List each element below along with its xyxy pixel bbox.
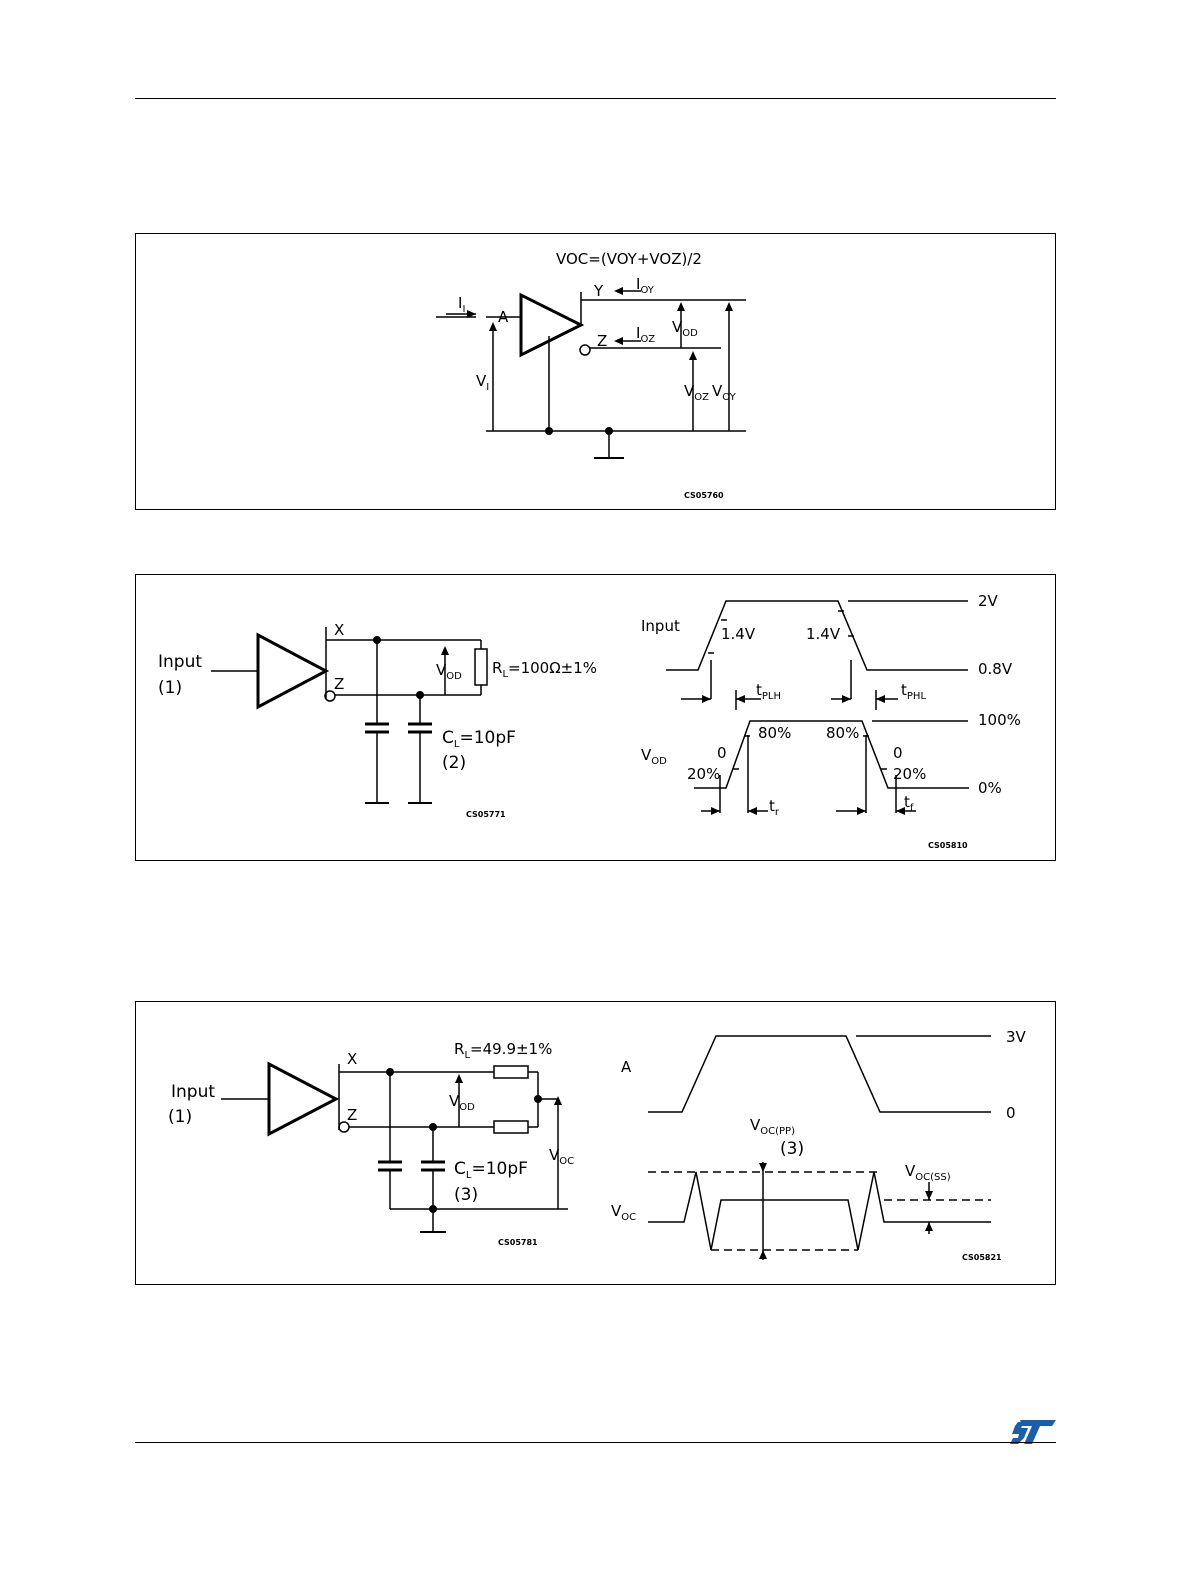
figure-code-left: CS05771 [466, 810, 506, 819]
wave-a-label: A [621, 1058, 632, 1076]
vod-label: VOD [436, 661, 462, 682]
tr-label: tr [769, 797, 780, 818]
output-x-label: X [347, 1050, 357, 1068]
output-z-label: Z [597, 332, 607, 350]
input-label: Input [171, 1082, 215, 1102]
level-20-rise: 20% [687, 765, 720, 783]
zero-crossing-fall: 0 [893, 744, 903, 762]
level-80-rise: 80% [758, 724, 791, 742]
level-0v: 0 [1006, 1104, 1016, 1122]
cl-label: CL=10pF [454, 1159, 528, 1181]
ioz-label: IOZ [636, 324, 655, 345]
rl-label: RL=100Ω±1% [492, 659, 597, 680]
output-y-label: Y [593, 282, 604, 300]
voc-formula: VOC=(VOY+VOZ)/2 [556, 250, 702, 268]
st-logo-icon [1010, 1420, 1056, 1444]
voz-label: VOZ [684, 382, 709, 403]
header-rule [135, 98, 1056, 99]
output-x-label: X [334, 621, 344, 639]
wave-voc-label: VOC [611, 1202, 636, 1223]
figure-2-diagram: Input (1) X Z VOD RL=100Ω±1% CL=10pF (2)… [136, 575, 1057, 862]
figure-1-circuit: VOC=(VOY+VOZ)/2 II A VI Y IOY Z IOZ VOD … [136, 234, 1057, 511]
wave-input-label: Input [641, 617, 680, 635]
vocpp-label: VOC(PP) [750, 1116, 795, 1137]
tphl-label: tPHL [901, 681, 926, 702]
vi-label: VI [476, 372, 489, 393]
figure-code: CS05760 [684, 491, 724, 500]
vod-label: VOD [672, 318, 698, 339]
figure-3-diagram: Input (1) X Z RL=49.9±1% VOD VOC CL=10pF… [136, 1002, 1057, 1286]
figure-code-left: CS05781 [498, 1238, 538, 1247]
voy-label: VOY [712, 382, 737, 403]
tplh-label: tPLH [756, 681, 781, 702]
ii-label: II [458, 294, 465, 315]
figure-code-right: CS05821 [962, 1253, 1002, 1262]
zero-crossing-rise: 0 [717, 744, 727, 762]
level-80-fall: 80% [826, 724, 859, 742]
rl-label: RL=49.9±1% [454, 1040, 552, 1061]
voc-label: VOC [549, 1146, 574, 1167]
footer-rule [135, 1442, 1056, 1443]
input-a-label: A [498, 308, 509, 326]
ioy-label: IOY [636, 275, 655, 296]
figure-1-voltage-current-definition: VOC=(VOY+VOZ)/2 II A VI Y IOY Z IOZ VOD … [135, 233, 1056, 510]
driver-symbol [258, 635, 326, 707]
vocpp-note: (3) [780, 1139, 804, 1159]
threshold-1-4v-rise: 1.4V [721, 625, 756, 643]
cl-note: (3) [454, 1185, 478, 1205]
level-20-fall: 20% [893, 765, 926, 783]
figure-3-common-mode-test: Input (1) X Z RL=49.9±1% VOD VOC CL=10pF… [135, 1001, 1056, 1285]
input-note: (1) [168, 1107, 192, 1127]
input-note: (1) [158, 678, 182, 698]
input-label: Input [158, 652, 202, 672]
level-0-percent: 0% [978, 779, 1002, 797]
cl-label: CL=10pF [442, 728, 516, 750]
vod-label: VOD [449, 1092, 475, 1113]
figure-code-right: CS05810 [928, 841, 968, 850]
cl-note: (2) [442, 753, 466, 773]
threshold-1-4v-fall: 1.4V [806, 625, 841, 643]
driver-symbol [269, 1064, 336, 1134]
output-z-label: Z [334, 675, 344, 693]
driver-symbol [521, 295, 581, 355]
wave-vod-label: VOD [641, 746, 667, 767]
level-0-8v: 0.8V [978, 660, 1013, 678]
level-3v: 3V [1006, 1028, 1027, 1046]
level-100-percent: 100% [978, 711, 1021, 729]
level-2v: 2V [978, 592, 999, 610]
vocss-label: VOC(SS) [905, 1162, 951, 1183]
tf-label: tf [904, 793, 914, 814]
figure-2-test-circuit-and-waveforms: Input (1) X Z VOD RL=100Ω±1% CL=10pF (2)… [135, 574, 1056, 861]
output-z-label: Z [347, 1106, 357, 1124]
